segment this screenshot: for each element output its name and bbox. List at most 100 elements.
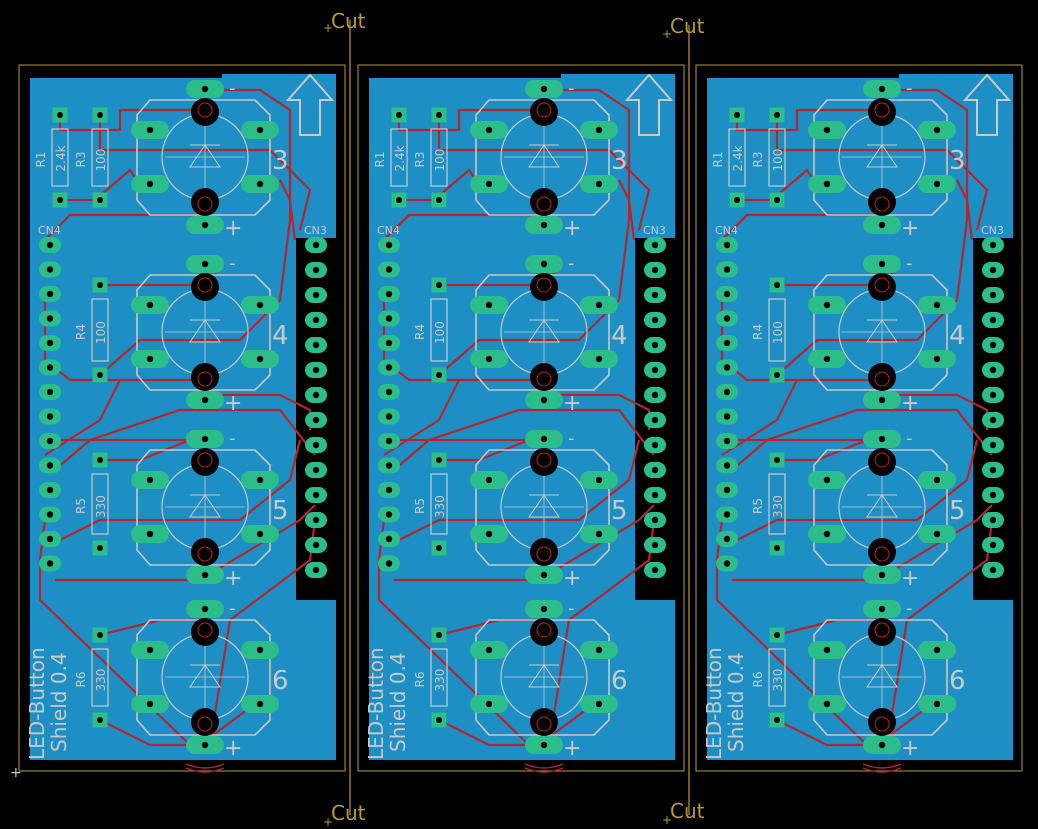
pad-drill [385, 535, 393, 543]
resistor-name: R4 [74, 324, 88, 340]
led-pin [536, 622, 552, 638]
led-lens [191, 618, 219, 646]
origin-marker: + [10, 765, 22, 781]
pad-drill [651, 266, 659, 274]
pad-drill [723, 388, 731, 396]
cut-line-right[interactable]: Cut Cut + + [662, 14, 705, 827]
pad-drill [823, 180, 831, 188]
resistor-name: R1 [711, 152, 725, 168]
pad-drill [485, 301, 493, 309]
pad-drill [723, 413, 731, 420]
pad-drill [933, 646, 941, 654]
button-footprint [136, 274, 271, 391]
pad-drill [723, 437, 731, 445]
minus-label: - [229, 253, 236, 274]
pad-drill [823, 530, 831, 538]
led-button-4[interactable]: -+4 [470, 253, 628, 416]
resistor-value: 100 [433, 149, 447, 172]
pad-drill [595, 646, 603, 654]
pad-drill [989, 241, 997, 249]
led-button-3[interactable]: -+3 [470, 78, 628, 241]
resistor-body [51, 128, 69, 187]
resistor-body [91, 648, 109, 707]
pad-drill [97, 372, 103, 378]
led-lens [530, 188, 558, 216]
pad-drill [651, 341, 659, 349]
pad-drill [436, 282, 442, 288]
pad-drill [256, 646, 264, 654]
led-button-4[interactable]: -+4 [131, 253, 289, 416]
pad-drill [989, 316, 997, 324]
plus-label: + [901, 736, 919, 761]
resistor-body [430, 648, 448, 707]
led-button-5[interactable]: -+5 [808, 428, 966, 591]
resistor-name: R3 [413, 152, 427, 168]
resistor-name: R6 [413, 672, 427, 688]
led-lens [530, 538, 558, 566]
trace [393, 408, 655, 471]
pad-drill [651, 566, 659, 574]
button-number-label: 3 [611, 146, 628, 176]
pad-drill [485, 126, 493, 134]
pad-drill [256, 700, 264, 708]
cut-line-left[interactable]: Cut Cut + + [323, 9, 366, 829]
pad-drill [723, 511, 731, 518]
button-footprint [136, 449, 271, 566]
pad-drill [396, 197, 402, 203]
button-number-label: 4 [272, 321, 289, 351]
led-button-4[interactable]: -+4 [808, 253, 966, 416]
pad-drill [540, 85, 548, 93]
pad-drill [540, 260, 548, 268]
led-lens [191, 363, 219, 391]
led-lens [868, 618, 896, 646]
resistor-r3[interactable]: 100 R3 [413, 107, 448, 208]
pad-drill [989, 366, 997, 374]
led-button-6[interactable]: -+6 [470, 598, 628, 761]
led-button-5[interactable]: -+5 [131, 428, 289, 591]
button-number-label: 6 [611, 666, 628, 696]
button-number-label: 3 [272, 146, 289, 176]
pad-drill [312, 366, 320, 374]
pad-drill [540, 435, 548, 443]
minus-label: - [568, 253, 575, 274]
resistor-body [430, 128, 448, 187]
led-button-6[interactable]: -+6 [808, 598, 966, 761]
pad-drill [436, 632, 442, 638]
led-button-3[interactable]: -+3 [131, 78, 289, 241]
pad-drill [723, 266, 731, 273]
pad-drill [933, 126, 941, 134]
header-label-cn3: CN3 [981, 224, 1004, 237]
pad-drill [540, 605, 548, 613]
led-button-5[interactable]: -+5 [470, 428, 628, 591]
led-button-3[interactable]: -+3 [808, 78, 966, 241]
led-lens [868, 188, 896, 216]
button-footprint [136, 99, 271, 216]
resistor-body [728, 128, 746, 187]
pad-drill [385, 413, 393, 420]
led-pin [536, 716, 552, 732]
pad-drill [723, 486, 731, 494]
pad-drill [933, 355, 941, 363]
pad-drill [436, 545, 442, 551]
button-footprint [475, 274, 610, 391]
pad-drill [385, 437, 393, 445]
led-button-6[interactable]: -+6 [131, 598, 289, 761]
